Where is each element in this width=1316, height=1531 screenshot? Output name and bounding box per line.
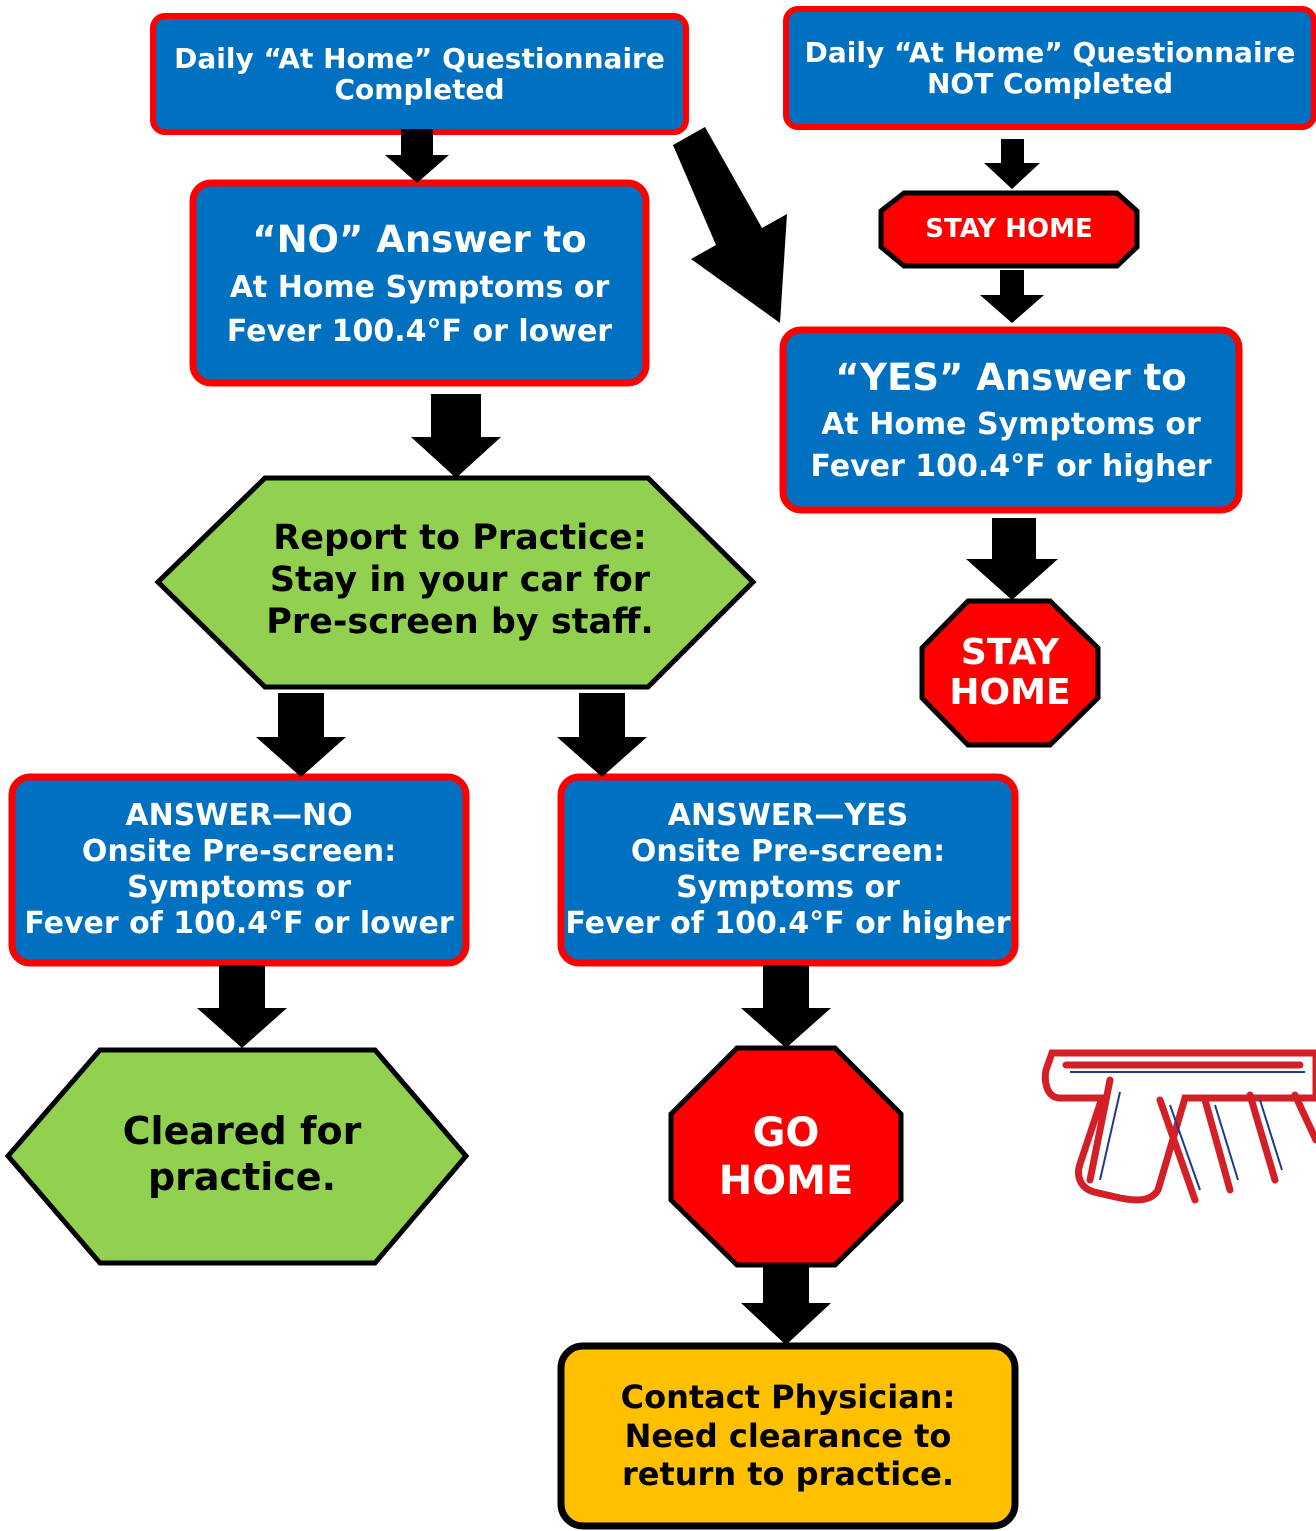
go-home-line2: HOME [718, 1157, 854, 1204]
questionnaire-completed-line1: Daily “At Home” Questionnaire [174, 41, 665, 75]
arrows [197, 127, 1058, 1345]
stay-home-small-shape [878, 190, 1140, 269]
answer-yes-line4: Fever of 100.4°F or higher [565, 906, 1011, 941]
no-answer-line3: Fever 100.4°F or lower [226, 313, 613, 349]
cleared-hexagon [4, 1047, 470, 1266]
no-answer-box [189, 179, 650, 387]
report-practice-line1: Report to Practice: [273, 518, 647, 558]
contact-physician-line3: return to practice. [621, 1455, 955, 1494]
team-logo [1041, 1049, 1316, 1204]
report-practice-line2: Stay in your car for [269, 560, 651, 600]
answer-no-line3: Symptoms or [127, 870, 351, 905]
questionnaire-not-completed-line1: Daily “At Home” Questionnaire [804, 35, 1296, 69]
questionnaire-completed-label: Daily “At Home” Questionnaire Completed [153, 16, 686, 132]
contact-physician-box [557, 1342, 1019, 1530]
answer-no-box [8, 773, 470, 967]
yes-answer-label: “YES” Answer to At Home Symptoms or Feve… [783, 330, 1239, 510]
arrow-answer-yes-to-gohome [741, 965, 831, 1048]
answer-no-label: ANSWER—NO Onsite Pre-screen: Symptoms or… [12, 777, 466, 963]
contact-physician-line1: Contact Physician: [620, 1378, 956, 1417]
questionnaire-not-completed-label: Daily “At Home” Questionnaire NOT Comple… [786, 9, 1314, 127]
questionnaire-completed-line2: Completed [334, 73, 505, 106]
yes-answer-line3: Fever 100.4°F or higher [810, 448, 1212, 484]
arrow-completed-to-no [385, 129, 449, 183]
questionnaire-not-completed-line2: NOT Completed [926, 67, 1174, 100]
yes-answer-line2: At Home Symptoms or [821, 406, 1201, 442]
arrow-yes-to-stopsign [966, 518, 1058, 600]
cleared-line1: Cleared for [122, 1109, 362, 1154]
no-answer-label: “NO” Answer to At Home Symptoms or Fever… [193, 183, 646, 383]
answer-yes-line3: Symptoms or [676, 870, 900, 905]
cleared-line2: practice. [147, 1155, 337, 1199]
go-home-label: GO HOME [671, 1048, 901, 1265]
no-answer-line1: “NO” Answer to [252, 217, 587, 261]
answer-no-line4: Fever of 100.4°F or lower [24, 906, 454, 941]
go-home-line1: GO [752, 1109, 820, 1156]
answer-yes-box [557, 773, 1019, 967]
arrow-report-to-answer-no [256, 693, 346, 777]
yes-answer-line1: “YES” Answer to [835, 356, 1187, 400]
answer-no-line2: Onsite Pre-screen: [81, 834, 397, 869]
answer-yes-line1: ANSWER—YES [667, 798, 909, 833]
arrow-no-to-report [411, 394, 501, 478]
report-practice-hexagon [154, 475, 757, 690]
stay-home-stop-line2: HOME [949, 672, 1071, 713]
cleared-label: Cleared for practice. [60, 1090, 424, 1220]
stay-home-stop-sign [919, 598, 1101, 748]
no-answer-line2: At Home Symptoms or [229, 270, 610, 306]
report-practice-line3: Pre-screen by staff. [266, 602, 654, 642]
go-home-stop-sign [668, 1045, 904, 1268]
contact-physician-label: Contact Physician: Need clearance to ret… [561, 1346, 1015, 1526]
report-practice-label: Report to Practice: Stay in your car for… [230, 505, 690, 655]
questionnaire-not-completed-box [783, 6, 1316, 130]
answer-yes-line2: Onsite Pre-screen: [630, 834, 946, 869]
arrow-gohome-to-contact [741, 1266, 831, 1345]
yes-answer-box [779, 326, 1243, 514]
contact-physician-line2: Need clearance to [624, 1416, 952, 1455]
arrow-answer-no-to-cleared [197, 965, 287, 1048]
arrow-notcompleted-to-stayhome [984, 139, 1040, 189]
arrow-completed-to-yes [673, 127, 787, 323]
arrow-report-to-answer-yes [557, 693, 647, 777]
stay-home-stop-line1: STAY [960, 632, 1060, 674]
stay-home-small-text: STAY HOME [925, 213, 1093, 244]
stay-home-stop-label: STAY HOME [922, 601, 1098, 745]
answer-yes-label: ANSWER—YES Onsite Pre-screen: Symptoms o… [561, 777, 1015, 963]
answer-no-line1: ANSWER—NO [125, 798, 353, 833]
stay-home-small-label: STAY HOME [881, 193, 1137, 266]
arrow-stayhome-to-yes [980, 270, 1044, 323]
